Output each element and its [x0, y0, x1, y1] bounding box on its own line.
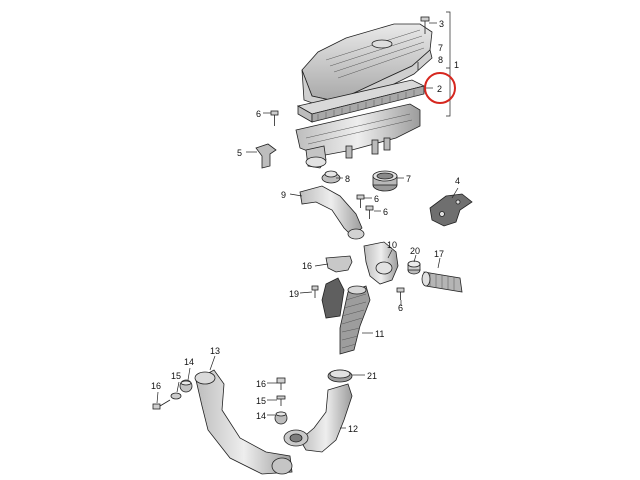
- bellows-17: [421, 271, 463, 293]
- label-20: 20: [410, 246, 420, 256]
- filter-element: [296, 79, 426, 123]
- grommet-14-right: [274, 411, 288, 425]
- label-13: 13: [210, 346, 220, 356]
- screw-6-c: [365, 205, 374, 219]
- support-19: [311, 277, 345, 319]
- label-19: 19: [289, 289, 299, 299]
- label-8-top: 8: [438, 55, 443, 65]
- bolt-16-right: [276, 377, 286, 390]
- label-17: 17: [434, 249, 444, 259]
- label-14-left: 14: [184, 357, 194, 367]
- washer-15-right: [276, 395, 286, 406]
- label-6-d: 6: [398, 303, 403, 313]
- pipe-12: [299, 383, 353, 453]
- label-6-b: 6: [374, 194, 379, 204]
- label-2: 2: [437, 84, 442, 94]
- grommet-14-left: [179, 379, 193, 393]
- label-3: 3: [439, 19, 444, 29]
- label-16-right: 16: [256, 379, 266, 389]
- highlight-circle: [424, 72, 456, 104]
- clamp-21: [327, 369, 353, 383]
- label-15-left: 15: [171, 371, 181, 381]
- label-5: 5: [237, 148, 242, 158]
- label-6-a: 6: [256, 109, 261, 119]
- label-1: 1: [454, 60, 459, 70]
- part-labels: 3 7 8 1 2 6 5 8 7 4 9 6 6 10 20 17 16 19…: [151, 19, 460, 434]
- screw-6-d: [396, 287, 405, 300]
- air-filter-housing-lower: [295, 103, 421, 169]
- label-16-left: 16: [151, 381, 161, 391]
- screw-6-upper: [270, 110, 279, 126]
- bracket-16: [325, 255, 353, 273]
- label-6-c: 6: [383, 207, 388, 217]
- label-7-mid: 7: [406, 174, 411, 184]
- bracket-5: [255, 143, 277, 169]
- label-8-mid: 8: [345, 174, 350, 184]
- label-16-a: 16: [302, 261, 312, 271]
- hose-11: [339, 285, 371, 355]
- label-14-right: 14: [256, 411, 266, 421]
- washer-15-left: [170, 392, 182, 400]
- label-7-top: 7: [438, 43, 443, 53]
- nut-20: [407, 260, 421, 275]
- screw-3: [420, 16, 430, 34]
- label-15-right: 15: [256, 396, 266, 406]
- label-4: 4: [455, 176, 460, 186]
- screw-6-b: [356, 194, 365, 208]
- label-10: 10: [387, 240, 397, 250]
- bolt-16-left: [152, 399, 171, 410]
- leader-lines: [156, 11, 459, 429]
- pipe-13: [195, 369, 293, 475]
- hose-9: [299, 185, 363, 237]
- label-11: 11: [375, 329, 384, 339]
- label-12: 12: [348, 424, 358, 434]
- cover-4: [429, 193, 473, 227]
- grommet-8: [321, 170, 341, 184]
- seal-7: [372, 170, 398, 192]
- label-9: 9: [281, 190, 286, 200]
- label-21: 21: [367, 371, 377, 381]
